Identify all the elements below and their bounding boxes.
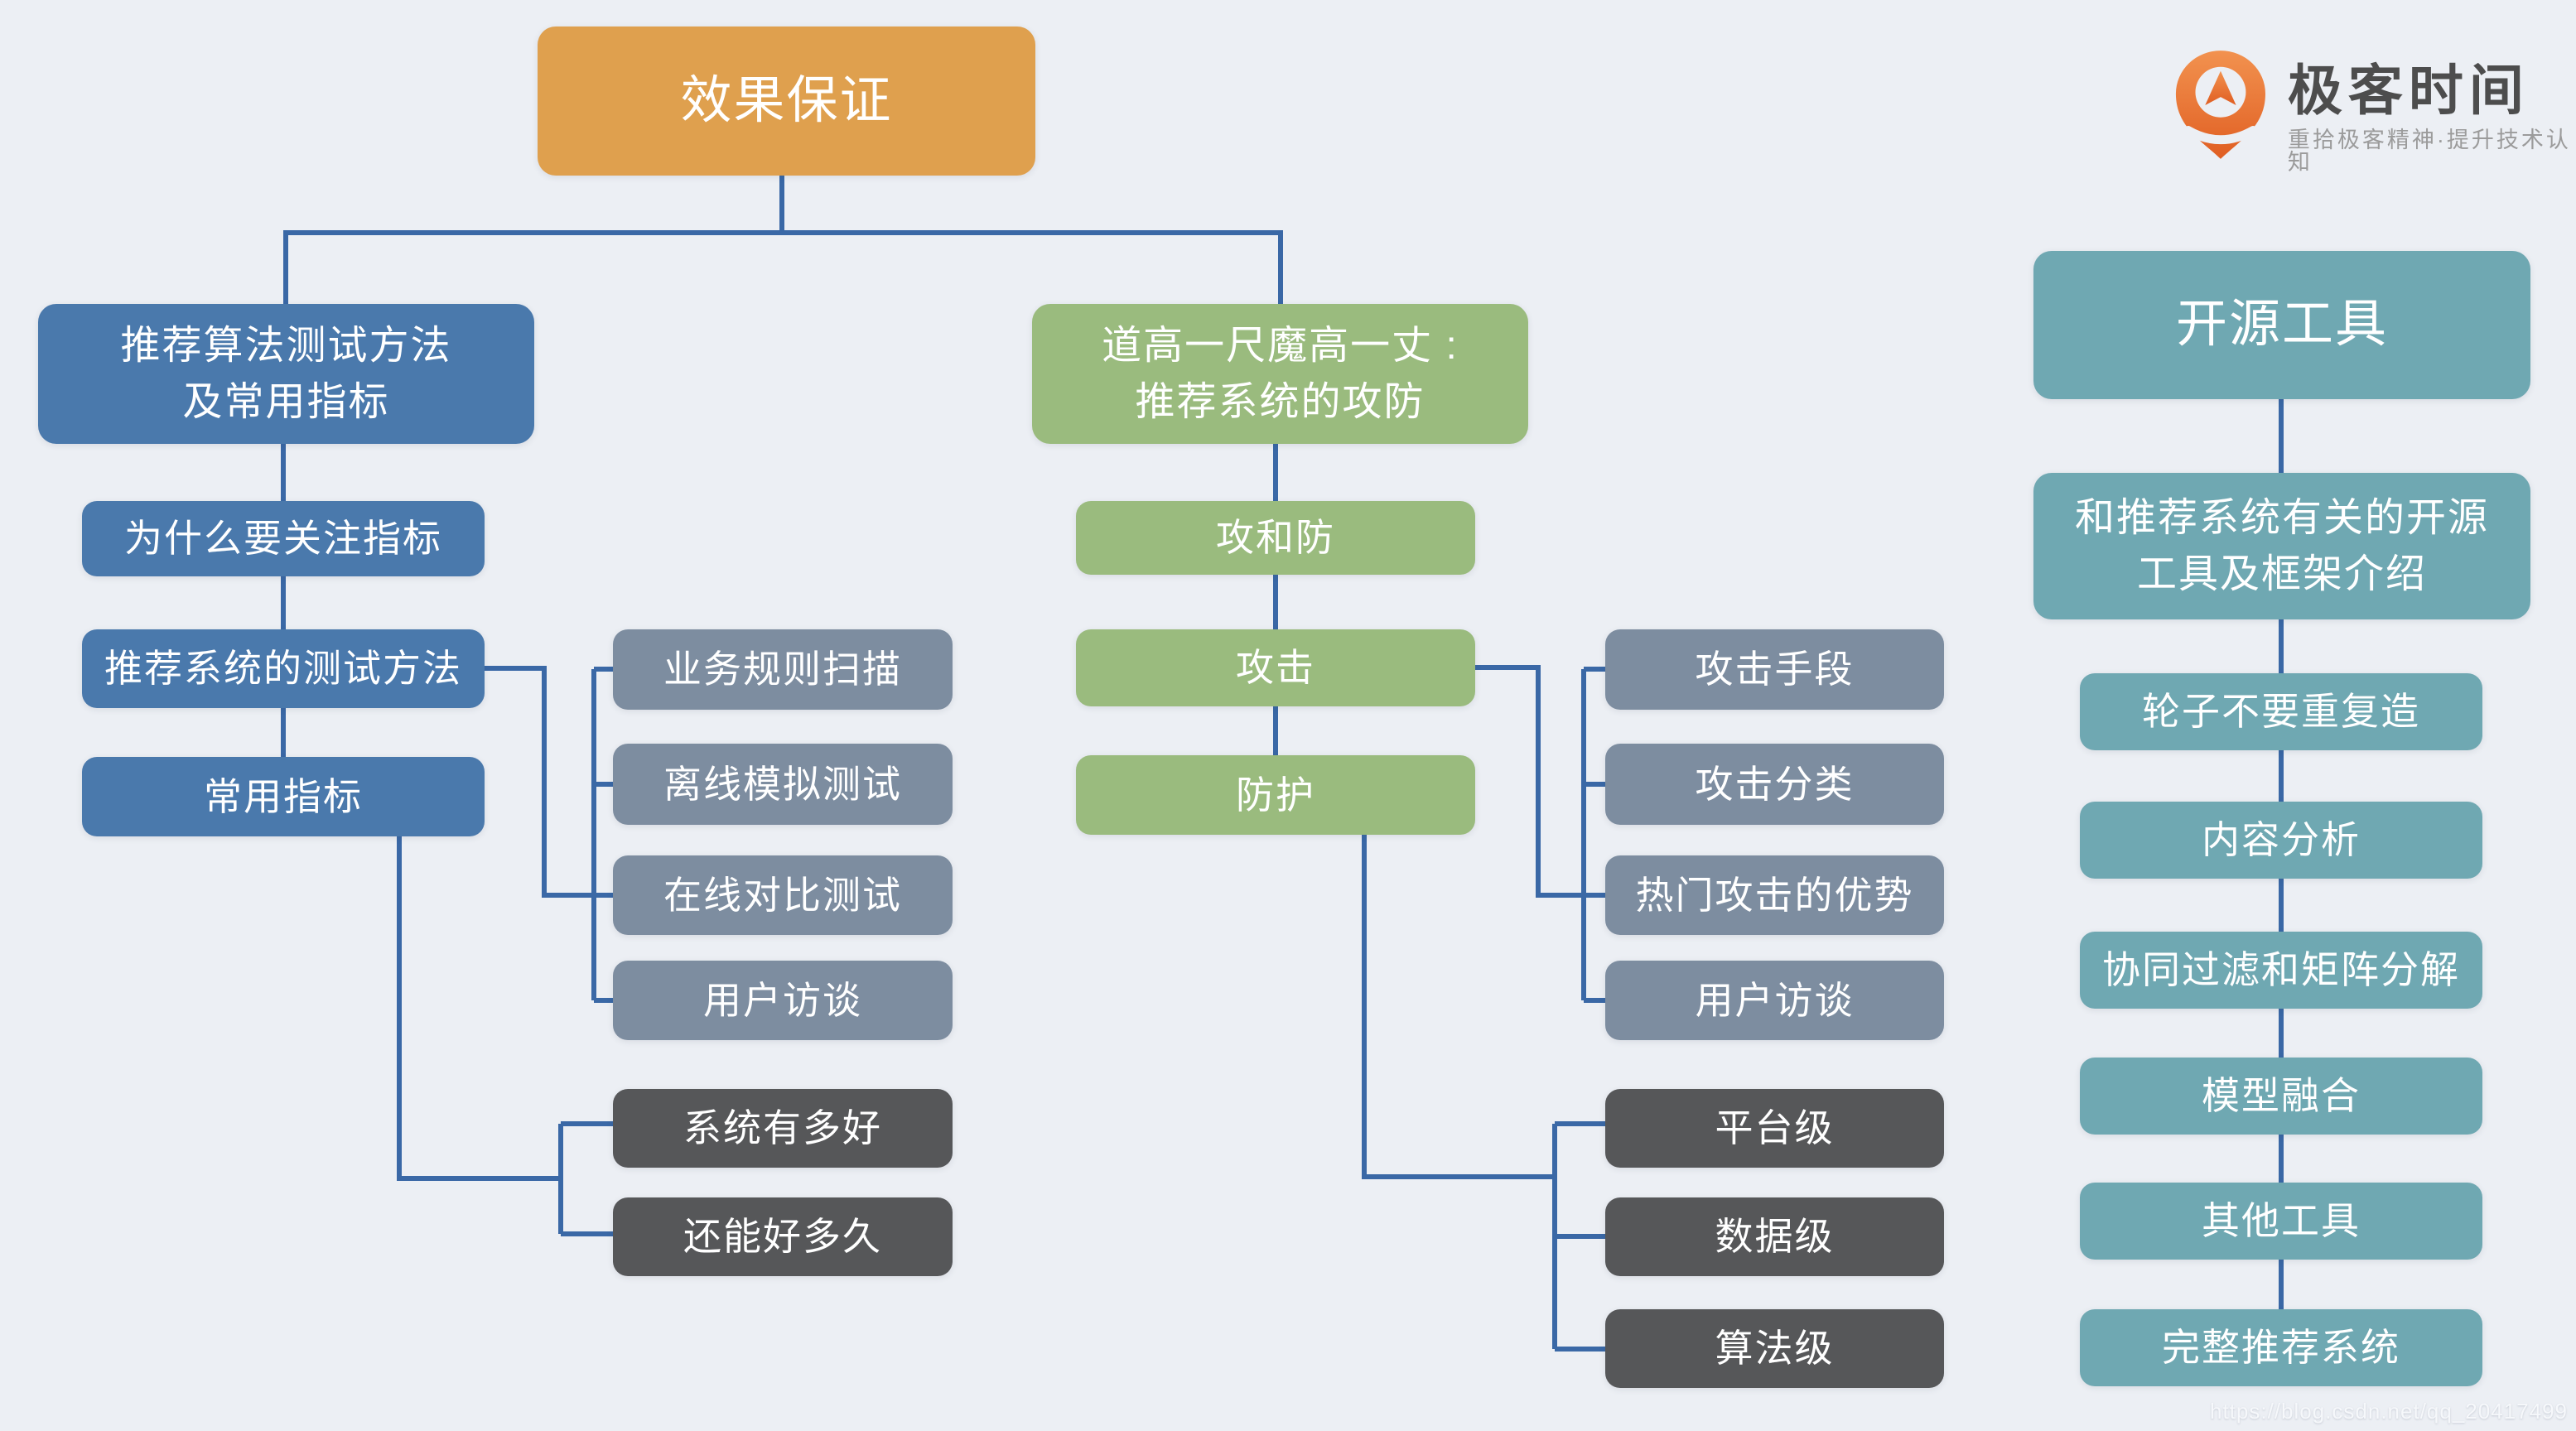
node-content-analysis: 内容分析 [2080,802,2482,879]
node-other-tools: 其他工具 [2080,1183,2482,1260]
node-open-source-root: 开源工具 [2033,251,2530,399]
connector-right-gray-parent [1475,665,1605,898]
node-offline-simulation: 离线模拟测试 [613,744,953,825]
node-business-rule-scan: 业务规则扫描 [613,629,953,710]
watermark-url: https://blog.csdn.net/qq_20417499 [2210,1399,2568,1424]
node-open-source-intro: 和推荐系统有关的开源 工具及框架介绍 [2033,473,2530,619]
node-attack: 攻击 [1076,629,1475,706]
brand-block: 极客时间 重拾极客精神·提升技术认知 [2172,41,2576,174]
geektime-logo-icon [2175,51,2265,159]
brand-text: 极客时间 重拾极客精神·提升技术认知 [2288,41,2576,174]
node-attack-category: 攻击分类 [1605,744,1944,825]
node-platform-level: 平台级 [1605,1089,1944,1168]
node-how-long: 还能好多久 [613,1197,953,1276]
node-hot-attack-advantage: 热门攻击的优势 [1605,855,1944,935]
node-why-metrics: 为什么要关注指标 [82,501,485,576]
brand-title: 极客时间 [2287,60,2530,121]
node-user-interview-right: 用户访谈 [1605,961,1944,1040]
node-user-interview-left: 用户访谈 [613,961,953,1040]
node-online-ab-test: 在线对比测试 [613,855,953,935]
node-algorithm-level: 算法级 [1605,1309,1944,1388]
node-data-level: 数据级 [1605,1197,1944,1276]
node-system-test-methods: 推荐系统的测试方法 [82,629,485,708]
connector-left-dark-parent [397,836,561,1181]
node-attack-means: 攻击手段 [1605,629,1944,710]
brand-tagline: 重拾极客精神·提升技术认知 [2287,128,2571,175]
node-effect-guarantee: 效果保证 [538,26,1035,176]
node-test-methods-parent: 推荐算法测试方法 及常用指标 [38,304,534,444]
node-dont-reinvent-wheel: 轮子不要重复造 [2080,673,2482,750]
node-model-ensemble: 模型融合 [2080,1058,2482,1135]
node-common-metrics: 常用指标 [82,757,485,836]
connector-left-gray-parent [485,666,613,898]
node-how-good: 系统有多好 [613,1089,953,1168]
node-cf-and-mf: 协同过滤和矩阵分解 [2080,932,2482,1009]
connector-root-trunk [283,230,1283,304]
node-complete-recsys: 完整推荐系统 [2080,1309,2482,1386]
node-attack-defense-parent: 道高一尺魔高一丈 : 推荐系统的攻防 [1032,304,1528,444]
node-defense: 防护 [1076,755,1475,835]
connector-right-dark-parent [1362,835,1555,1179]
node-attack-and-defense: 攻和防 [1076,501,1475,575]
